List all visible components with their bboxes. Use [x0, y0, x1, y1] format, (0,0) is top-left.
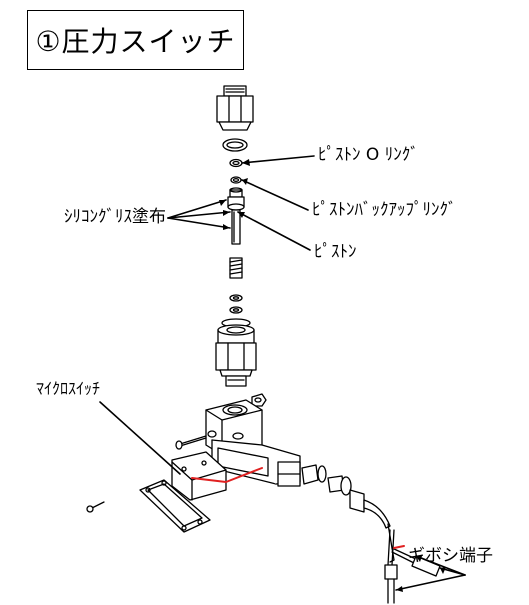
piston [227, 187, 245, 245]
cover-screw [86, 501, 105, 513]
label-silicone-grease: ｼﾘｺﾝｸﾞﾘｽ塗布 [64, 207, 166, 227]
page-title: ①圧力スイッチ [27, 10, 244, 70]
piston-o-ring [229, 158, 243, 168]
cable-gland [301, 464, 365, 513]
arrowheads [219, 159, 446, 592]
red-wire [191, 467, 405, 549]
cylinder-body [215, 318, 257, 387]
label-piston-backup-ring: ﾋﾟｽﾄﾝﾊﾞｯｸｱｯﾌﾟﾘﾝｸﾞ [312, 200, 457, 220]
label-piston-o-ring: ﾋﾟｽﾄﾝ O ﾘﾝｸﾞ [318, 145, 419, 165]
small-screw-top [251, 393, 267, 407]
switch-housing [205, 399, 301, 487]
label-microswitch: ﾏｲｸﾛｽｲｯﾁ [36, 379, 101, 398]
cover-gasket [139, 479, 211, 533]
mounting-screw [175, 435, 207, 450]
small-washer [229, 294, 243, 302]
spring [229, 257, 243, 279]
piston-backup-ring [230, 176, 242, 184]
small-washer [229, 306, 243, 314]
fitting-nut [216, 85, 254, 131]
label-piston: ﾋﾟｽﾄﾝ [314, 242, 357, 262]
label-gibosi-terminal: ギボシ端子 [408, 546, 493, 566]
leader-lines [99, 155, 466, 591]
cable [363, 499, 441, 604]
large-o-ring [222, 138, 248, 152]
microswitch [171, 451, 227, 501]
